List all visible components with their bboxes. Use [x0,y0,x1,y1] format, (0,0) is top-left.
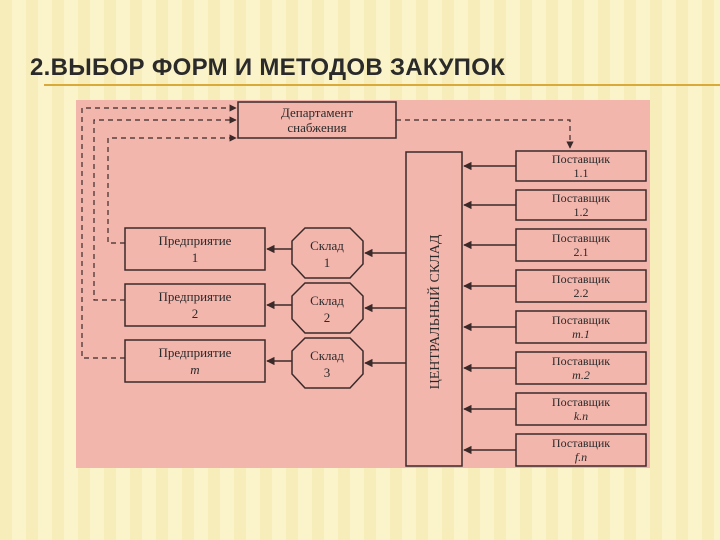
department-label-1: Департамент [281,105,353,120]
supplier-code: f.n [575,450,587,464]
supplier-code: m.1 [572,327,590,341]
supplier-node: Поставщик k.n [463,392,647,426]
enterprise-number-1: 1 [192,250,199,265]
supplier-node: Поставщик m.2 [463,351,647,385]
enterprise-label-3: Предприятие [159,345,232,360]
supplier-label: Поставщик [552,436,610,450]
enterprise-number-2: 2 [192,306,199,321]
warehouse-number-1: 1 [324,255,331,270]
enterprise-node: Предприятие m [124,339,266,383]
central-warehouse-label: ЦЕНТРАЛЬНЫЙ СКЛАД [426,234,443,389]
supplier-node: Поставщик 1.2 [463,189,647,221]
warehouse-number-2: 2 [324,310,331,325]
supplier-code: 1.2 [574,205,589,219]
warehouse-number-3: 3 [324,365,331,380]
enterprise-node: Предприятие 2 [124,283,266,327]
enterprise-node: Предприятие 1 [124,227,266,271]
supplier-label: Поставщик [552,272,610,286]
supplier-label: Поставщик [552,313,610,327]
supplier-node: Поставщик m.1 [463,310,647,344]
supplier-node: Поставщик 2.2 [463,269,647,303]
supplier-label: Поставщик [552,354,610,368]
supplier-code: k.n [574,409,588,423]
supplier-code: m.2 [572,368,590,382]
title-underline [44,84,720,86]
dashed-feedback-lines [81,104,574,359]
warehouse-node: Склад 2 [291,282,364,334]
supplier-code: 1.1 [574,166,589,180]
warehouse-label-1: Склад [310,238,344,253]
enterprise-number-3: m [190,362,199,377]
supplier-code: 2.2 [574,286,589,300]
department-node: Департамент снабжения [237,101,397,139]
supplier-code: 2.1 [574,245,589,259]
warehouse-node: Склад 3 [291,337,364,389]
warehouse-label-3: Склад [310,348,344,363]
enterprise-label-1: Предприятие [159,233,232,248]
central-warehouse-node: ЦЕНТРАЛЬНЫЙ СКЛАД [405,151,463,467]
supplier-label: Поставщик [552,395,610,409]
supplier-node: Поставщик f.n [463,433,647,467]
supplier-node: Поставщик 2.1 [463,228,647,262]
supplier-label: Поставщик [552,152,610,166]
enterprise-label-2: Предприятие [159,289,232,304]
warehouse-label-2: Склад [310,293,344,308]
warehouse-node: Склад 1 [291,227,364,279]
slide-title: 2.ВЫБОР ФОРМ И МЕТОДОВ ЗАКУПОК [30,54,506,81]
department-label-2: снабжения [287,120,346,135]
supplier-label: Поставщик [552,191,610,205]
supplier-label: Поставщик [552,231,610,245]
supplier-node: Поставщик 1.1 [463,150,647,182]
flow-arrows [266,244,406,368]
